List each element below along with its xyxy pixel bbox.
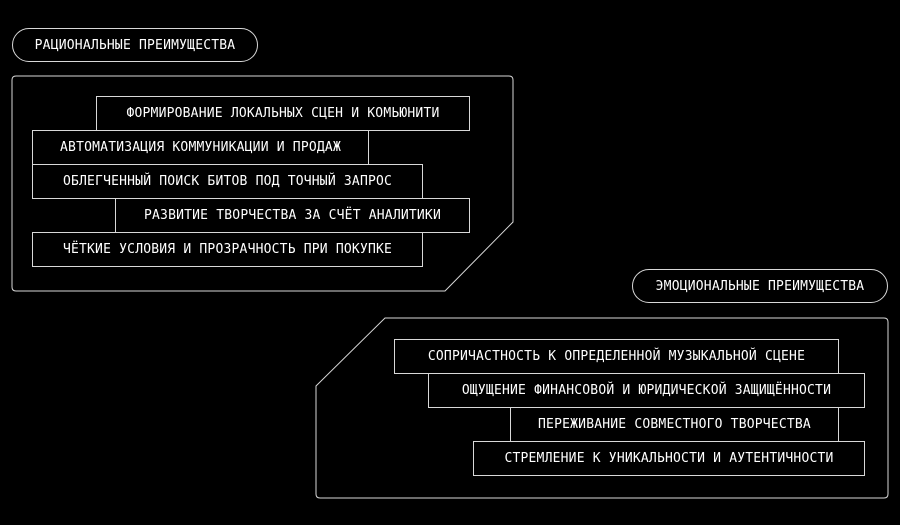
rational-item-3: ОБЛЕГЧЕННЫЙ ПОИСК БИТОВ ПОД ТОЧНЫЙ ЗАПРО…: [32, 164, 423, 199]
emotional-item-label: СТРЕМЛЕНИЕ К УНИКАЛЬНОСТИ И АУТЕНТИЧНОСТ…: [504, 451, 834, 466]
rational-title-pill: РАЦИОНАЛЬНЫЕ ПРЕИМУЩЕСТВА: [12, 28, 258, 62]
rational-item-2: АВТОМАТИЗАЦИЯ КОММУНИКАЦИИ И ПРОДАЖ: [32, 130, 369, 165]
emotional-item-label: СОПРИЧАСТНОСТЬ К ОПРЕДЕЛЕННОЙ МУЗЫКАЛЬНО…: [427, 349, 806, 364]
rational-item-1: ФОРМИРОВАНИЕ ЛОКАЛЬНЫХ СЦЕН И КОМЬЮНИТИ: [96, 96, 470, 131]
rational-item-label: ЧЁТКИЕ УСЛОВИЯ И ПРОЗРАЧНОСТЬ ПРИ ПОКУПК…: [62, 242, 393, 257]
rational-title: РАЦИОНАЛЬНЫЕ ПРЕИМУЩЕСТВА: [34, 37, 236, 53]
rational-item-4: РАЗВИТИЕ ТВОРЧЕСТВА ЗА СЧЁТ АНАЛИТИКИ: [115, 198, 470, 233]
rational-item-label: ФОРМИРОВАНИЕ ЛОКАЛЬНЫХ СЦЕН И КОМЬЮНИТИ: [126, 106, 440, 121]
rational-panel-outline: [11, 75, 514, 292]
emotional-item-label: ПЕРЕЖИВАНИЕ СОВМЕСТНОГО ТВОРЧЕСТВА: [538, 417, 811, 432]
rational-item-label: АВТОМАТИЗАЦИЯ КОММУНИКАЦИИ И ПРОДАЖ: [60, 140, 341, 155]
emotional-title: ЭМОЦИОНАЛЬНЫЕ ПРЕИМУЩЕСТВА: [655, 278, 865, 294]
emotional-item-2: ОЩУЩЕНИЕ ФИНАНСОВОЙ И ЮРИДИЧЕСКОЙ ЗАЩИЩЁ…: [428, 373, 865, 408]
emotional-item-1: СОПРИЧАСТНОСТЬ К ОПРЕДЕЛЕННОЙ МУЗЫКАЛЬНО…: [394, 339, 839, 374]
rational-item-label: РАЗВИТИЕ ТВОРЧЕСТВА ЗА СЧЁТ АНАЛИТИКИ: [144, 208, 441, 223]
rational-item-label: ОБЛЕГЧЕННЫЙ ПОИСК БИТОВ ПОД ТОЧНЫЙ ЗАПРО…: [62, 174, 393, 189]
rational-item-5: ЧЁТКИЕ УСЛОВИЯ И ПРОЗРАЧНОСТЬ ПРИ ПОКУПК…: [32, 232, 423, 267]
emotional-panel-outline: [315, 317, 889, 499]
emotional-item-3: ПЕРЕЖИВАНИЕ СОВМЕСТНОГО ТВОРЧЕСТВА: [510, 407, 839, 442]
emotional-item-4: СТРЕМЛЕНИЕ К УНИКАЛЬНОСТИ И АУТЕНТИЧНОСТ…: [473, 441, 865, 476]
emotional-title-pill: ЭМОЦИОНАЛЬНЫЕ ПРЕИМУЩЕСТВА: [632, 269, 888, 303]
emotional-item-label: ОЩУЩЕНИЕ ФИНАНСОВОЙ И ЮРИДИЧЕСКОЙ ЗАЩИЩЁ…: [461, 383, 832, 398]
